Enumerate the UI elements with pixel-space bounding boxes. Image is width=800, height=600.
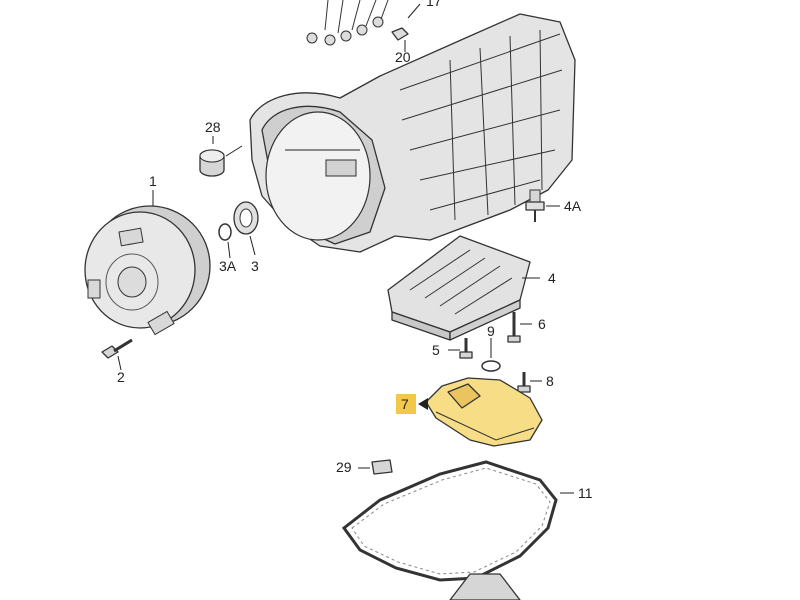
o-ring-part-9 — [481, 338, 501, 372]
torque-converter-part-1 — [84, 190, 211, 336]
callout-3: 3 — [251, 258, 259, 274]
callout-7-box — [396, 394, 416, 414]
callout-5: 5 — [432, 342, 440, 358]
callout-2: 2 — [117, 369, 125, 385]
callout-9: 9 — [487, 323, 495, 339]
oil-pan-part — [449, 573, 521, 600]
callout-8: 8 — [546, 373, 554, 389]
bell-housing-opening — [265, 111, 371, 241]
callout-1: 1 — [149, 173, 157, 189]
callout-28: 20 — [395, 49, 411, 65]
callout-20: 17 — [426, 0, 442, 9]
wiring-harness — [306, 0, 421, 46]
input-shaft — [325, 159, 357, 177]
callout-29: 28 — [205, 119, 221, 135]
needle-bearing-part-29 — [199, 145, 243, 177]
callout-3A: 3A — [219, 258, 237, 274]
callout-17: 29 — [336, 459, 352, 475]
pointer-callout-7 — [418, 398, 428, 410]
callout-7: 7 — [401, 396, 409, 412]
callout-6: 6 — [538, 316, 546, 332]
bolt-part-2 — [101, 338, 133, 371]
bolt-part-6 — [507, 312, 532, 343]
connector-plug — [306, 32, 318, 44]
clip-part-17 — [358, 459, 393, 475]
sensor-part-4A — [525, 189, 560, 222]
gasket-part-11 — [341, 460, 574, 582]
bolt-part-5 — [448, 338, 473, 359]
sensor-part-28 — [391, 27, 409, 41]
ring-part-3A — [218, 223, 232, 259]
callout-4A: 4A — [564, 198, 582, 214]
callout-4: 4 — [548, 270, 556, 286]
connector-plug — [340, 30, 352, 42]
filter-part-7 — [418, 377, 543, 447]
connector-plug — [356, 24, 368, 36]
bolt-part-8 — [517, 372, 542, 393]
connector-plug — [372, 16, 384, 28]
connector-plug — [324, 34, 336, 46]
transmission-housing — [249, 13, 576, 253]
callout-11: 11 — [578, 485, 593, 501]
callout-labels: 17 20 28 1 3A 3 4A 4 6 9 5 2 8 7 29 11 — [117, 0, 593, 501]
valve-body-part-4 — [387, 235, 540, 341]
seal-part-3 — [233, 201, 259, 256]
